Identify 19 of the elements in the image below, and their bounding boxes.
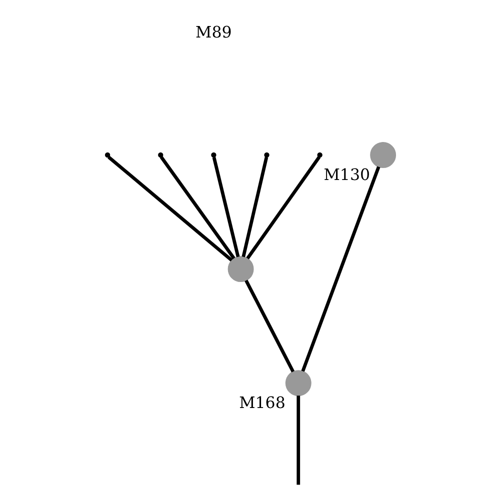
node-point [264,152,269,158]
connector [107,156,232,262]
node-point [104,152,110,158]
connector [159,156,235,260]
connector [300,166,380,372]
connector [241,157,268,258]
node-point [316,152,322,158]
label: M89 [195,22,232,42]
connector [212,157,240,258]
node-point [158,152,163,158]
node-circle [227,256,254,282]
connector [296,396,300,485]
connector [246,156,320,260]
node-label: M168 [238,393,285,412]
node-circle [284,370,311,396]
connector [244,280,294,372]
node-point [210,152,216,158]
node-circle [370,142,396,168]
node-label: M130 [323,165,370,184]
